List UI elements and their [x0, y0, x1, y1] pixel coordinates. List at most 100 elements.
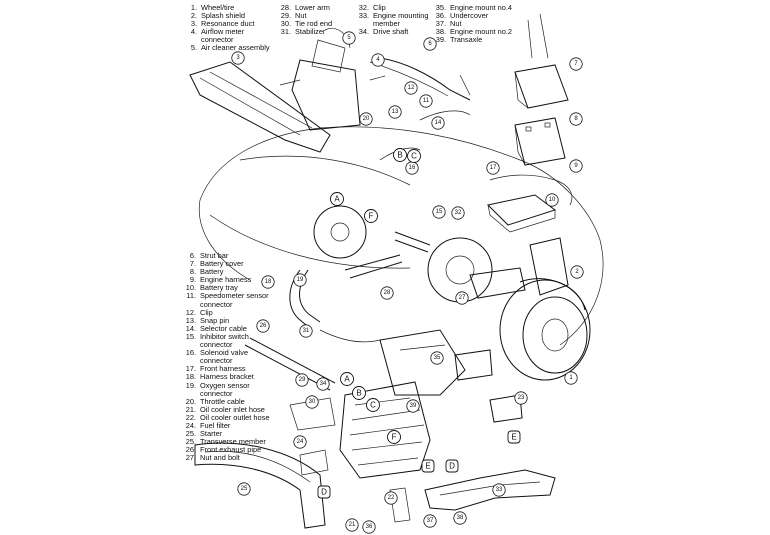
legend-number: 34.	[358, 27, 369, 37]
callout-25: 25	[237, 482, 251, 496]
steering-knuckle-disc	[313, 205, 493, 303]
callout-number: 38	[457, 515, 464, 521]
callout-17: 17	[486, 161, 500, 175]
legend-row: 18.Harness bracket	[184, 373, 269, 381]
reference-letter-text: F	[369, 212, 374, 221]
legend-row: 16.Solenoid valve	[184, 349, 269, 357]
callout-27: 27	[455, 291, 469, 305]
reference-letter-d: D	[317, 485, 331, 499]
legend-row: 24.Fuel filter	[184, 421, 269, 430]
legend-number: 35.	[435, 3, 446, 12]
callout-number: 3	[236, 55, 240, 61]
legend-row: 28.Lower arm	[279, 3, 332, 12]
battery-tray	[486, 194, 557, 233]
legend-number: 11.	[186, 291, 196, 301]
legend-number: 3.	[190, 19, 197, 29]
legend-text: Splash shield	[201, 11, 245, 21]
legend-row: 31.Stabilizer	[279, 28, 332, 36]
legend-text: Harness bracket	[200, 372, 254, 382]
legend-number: 10.	[185, 283, 196, 293]
reference-letter-text: A	[334, 195, 340, 204]
legend-text: Throttle cable	[200, 396, 245, 406]
reference-letter-a: A	[330, 192, 344, 206]
legend-row: 15. Inhibitor switch	[184, 331, 269, 341]
legend-row: 1.Wheel/tire	[185, 3, 270, 12]
callout-9: 9	[569, 159, 583, 173]
reference-letter-c: C	[407, 149, 421, 163]
wheel-tire	[499, 278, 591, 381]
battery	[514, 117, 566, 166]
legend-row: 21.Oil cooler inlet hose	[184, 404, 269, 414]
callout-number: 8	[574, 116, 578, 122]
drive-shaft	[244, 231, 431, 391]
callout-number: 34	[320, 381, 327, 387]
legend-text: Oil cooler outlet hose	[200, 412, 270, 422]
legend-row: 5.Air cleaner assembly	[185, 44, 270, 52]
callout-37: 37	[423, 514, 437, 528]
legend-text: connector	[201, 35, 234, 45]
legend-number: 20.	[185, 396, 196, 406]
reference-letter-text: D	[449, 462, 455, 471]
legend-row: 39. Transaxle	[434, 36, 512, 44]
callout-number: 32	[455, 210, 462, 216]
resonance-duct	[189, 61, 331, 153]
battery-cover	[514, 13, 569, 109]
callout-31: 31	[299, 324, 313, 338]
legend-number: 31.	[280, 27, 291, 37]
callout-number: 18	[265, 279, 272, 285]
legend-row: 3.Resonance duct	[185, 20, 270, 28]
legend-text: connector	[200, 340, 233, 350]
legend-row: 14.Selector cable	[184, 323, 269, 333]
legend-row: 17. Front harness	[184, 365, 269, 373]
reference-letter-e: E	[421, 459, 435, 473]
legend-row: 11.Speedometer sensor	[184, 292, 269, 300]
callout-number: 6	[428, 41, 432, 47]
legend-text: Inhibitor switch	[200, 331, 249, 341]
callout-number: 27	[459, 295, 466, 301]
legend-text: Engine harness	[200, 275, 252, 285]
legend-row: 6.Strut bar	[184, 251, 269, 260]
legend-row: 36.Undercover	[434, 11, 512, 21]
legend-number: 14.	[185, 323, 196, 333]
legend-number: 17.	[185, 364, 196, 374]
callout-number: 12	[408, 85, 415, 91]
callout-21: 21	[345, 518, 359, 532]
legend-text: Nut and bolt	[200, 453, 240, 463]
legend-number: 15.	[185, 331, 196, 341]
legend-text: Undercover	[450, 11, 489, 21]
callout-2: 2	[570, 265, 584, 279]
legend-number: 30.	[280, 19, 291, 29]
callout-23: 23	[514, 391, 528, 405]
callout-10: 10	[545, 193, 559, 207]
callout-number: 7	[574, 61, 578, 67]
legend-text: Engine mount no.2	[450, 27, 513, 37]
legend-number: 39.	[435, 35, 446, 45]
legend-text: Air cleaner assembly	[201, 43, 270, 53]
legend-text: Transaxle	[450, 35, 483, 45]
legend-number: 6.	[189, 251, 196, 260]
reference-letter-text: D	[321, 488, 327, 497]
callout-34: 34	[316, 377, 330, 391]
callout-39: 39	[406, 399, 420, 413]
callout-number: 9	[574, 163, 578, 169]
callout-13: 13	[388, 105, 402, 119]
legend-row: 22.Oil cooler outlet hose	[184, 412, 270, 422]
legend-number: 2.	[190, 11, 197, 21]
legend-number: 16.	[185, 348, 196, 358]
legend-text: Snap pin	[200, 315, 230, 325]
callout-number: 30	[309, 399, 316, 405]
legend-row: connector	[185, 36, 270, 44]
legend-text: Airflow meter	[201, 27, 245, 37]
legend-text: Nut	[295, 11, 307, 21]
reference-letter-b: B	[393, 148, 407, 162]
reference-letter-text: B	[356, 389, 361, 398]
legend-row: 33.Engine mounting	[357, 11, 429, 20]
legend-text: Front harness	[200, 364, 246, 374]
callout-number: 4	[376, 57, 380, 63]
legend-number: 25.	[185, 429, 196, 439]
legend-number: 21.	[185, 404, 196, 414]
legend-row: connector	[184, 340, 269, 350]
